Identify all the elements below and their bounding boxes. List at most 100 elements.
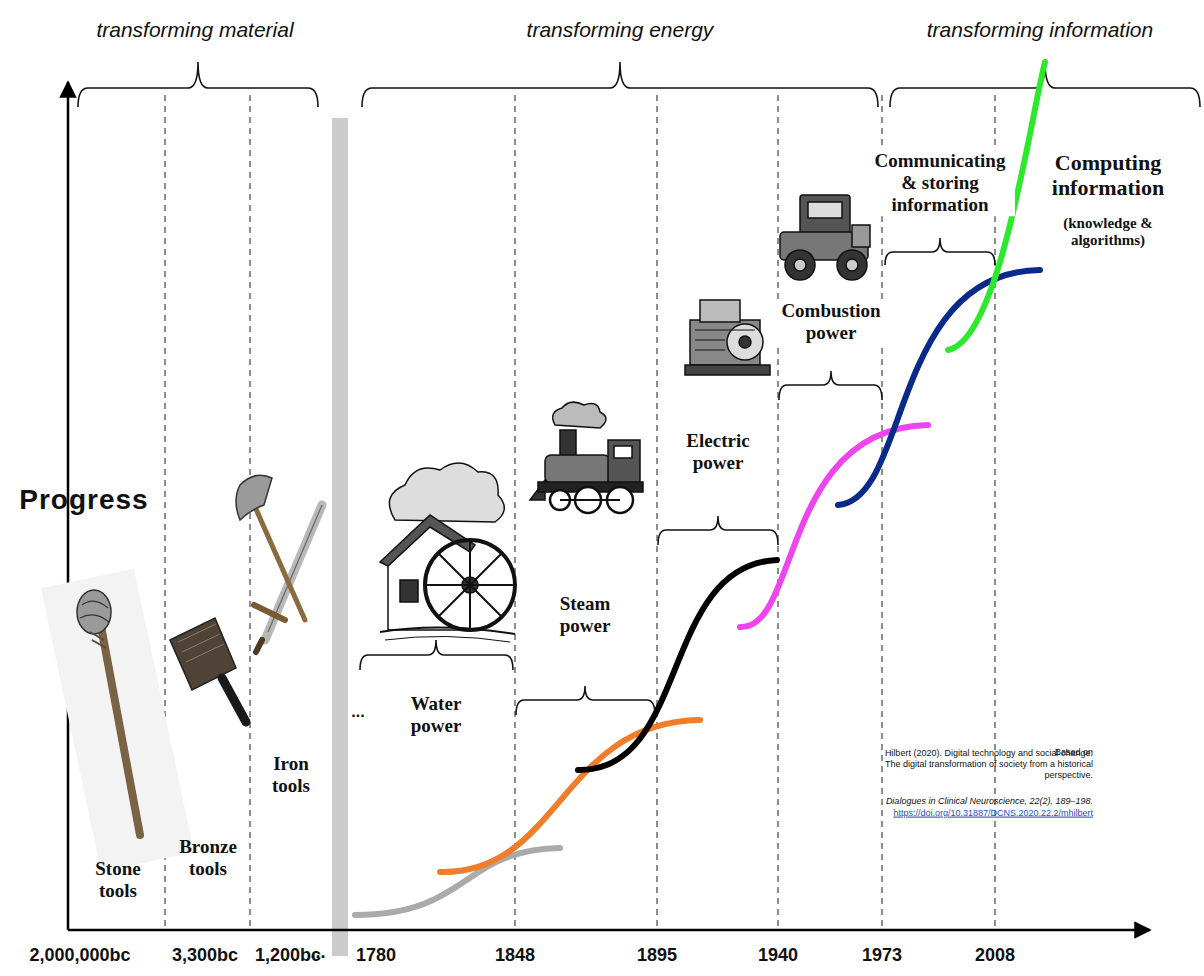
progress-curve-part: [740, 425, 928, 627]
era-divider-part: [881, 95, 882, 930]
bronze-tool-illustration-part: [222, 678, 246, 722]
electric-machine-illustration-part: [739, 336, 751, 348]
car-illustration-part: [785, 250, 815, 280]
electric-machine-illustration-part: [700, 300, 740, 322]
water-mill-illustration-part: [389, 463, 504, 522]
steam-locomotive-illustration-part: [545, 455, 610, 483]
steam-locomotive-illustration: [530, 402, 643, 513]
era-label-slot: Water power: [398, 693, 474, 737]
car-illustration-part: [794, 259, 806, 271]
water-mill-illustration-part: [385, 636, 510, 642]
axis-tick-label: 2008: [965, 945, 1025, 966]
brace-part: [362, 62, 878, 107]
citation-text-slot: Dialogues in Clinical Neuroscience, 22(2…: [883, 796, 1093, 807]
era-label: Electric power: [672, 430, 764, 474]
brace-part: [516, 686, 655, 715]
era-divider-part: [656, 95, 657, 930]
water-mill-illustration-part: [380, 627, 515, 634]
ellipsis-mark-slot: ...: [346, 703, 370, 721]
progress-curve-part: [440, 720, 700, 872]
axis-tick-label-slot: 1940: [748, 945, 808, 966]
axis-tick-label: 2,000,000bc: [15, 945, 145, 966]
axis-tick-label: 1848: [485, 945, 545, 966]
era-label-slot: Communicating & storing information: [865, 150, 1015, 216]
era-label: Iron tools: [260, 753, 322, 797]
era-label-slot: Computing information: [1038, 150, 1178, 201]
era-label: Stone tools: [82, 858, 154, 902]
steam-locomotive-illustration-part: [608, 440, 640, 485]
brace: [78, 62, 1200, 715]
era-label-slot: Steam power: [543, 593, 627, 637]
bronze-tool-illustration: [170, 618, 246, 722]
citation-text-slot: Hilbert (2020). Digital technology and s…: [883, 748, 1093, 780]
citation-link: https://doi.org/10.31887/DCNS.2020.22.2/…: [883, 808, 1093, 819]
era-label: Steam power: [543, 593, 627, 637]
era-label: Communicating & storing information: [865, 150, 1015, 216]
brace-part: [885, 238, 995, 265]
axis-tick-label: 1973: [852, 945, 912, 966]
water-mill-illustration: [380, 463, 515, 642]
electric-machine-illustration-part: [685, 365, 770, 375]
era-label: Computing information: [1038, 150, 1178, 201]
iron-tool-illustration-part: [254, 605, 285, 620]
axis-tick-label: 1895: [627, 945, 687, 966]
group-heading: transforming material: [65, 18, 325, 42]
era-divider-part: [777, 95, 778, 930]
axis-tick-label: 1780: [346, 945, 406, 966]
group-heading: transforming information: [910, 18, 1170, 42]
car-illustration-part: [800, 195, 850, 235]
stone-tool-illustration-part: [90, 632, 106, 648]
axis-tick-label-slot: 1848: [485, 945, 545, 966]
electric-machine-illustration: [685, 300, 770, 375]
progress-curve-part: [355, 848, 560, 915]
group-heading-slot: transforming material: [65, 18, 325, 42]
stone-tool-illustration-part: [98, 610, 140, 835]
time-break-bar: [332, 118, 348, 956]
axis-tick-label-slot: 1895: [627, 945, 687, 966]
era-divider-part: [514, 95, 515, 930]
brace-part: [658, 516, 778, 545]
car-illustration-part: [837, 250, 867, 280]
axis-tick-label-slot: 2008: [965, 945, 1025, 966]
era-label-slot: (knowledge & algorithms): [1046, 215, 1171, 250]
car-illustration: [780, 195, 870, 280]
steam-locomotive-illustration-part: [553, 402, 606, 428]
axis-tick-label: ...: [306, 942, 330, 963]
axis-tick-label: 1940: [748, 945, 808, 966]
bronze-tool-illustration-part: [178, 624, 224, 662]
iron-tool-illustration-part: [265, 505, 322, 640]
progress-curve-part: [578, 560, 777, 770]
water-mill-illustration-part: [425, 540, 515, 630]
citation-text: Dialogues in Clinical Neuroscience, 22(2…: [883, 796, 1093, 807]
axis-tick-label-slot: 2,000,000bc: [15, 945, 145, 966]
stone-tool-illustration-part: [41, 568, 194, 871]
water-mill-illustration-part: [400, 580, 418, 602]
axis-line: [68, 82, 1150, 930]
iron-tool-illustration-part: [256, 640, 262, 652]
axis-tick-label-slot: 1973: [852, 945, 912, 966]
era-label: Water power: [398, 693, 474, 737]
electric-machine-illustration-part: [695, 330, 755, 350]
axis-line-part: [68, 929, 1150, 932]
ellipsis-mark: ...: [346, 703, 370, 721]
era-label: Combustion power: [772, 300, 890, 344]
era-label-slot: Combustion power: [772, 300, 890, 344]
era-divider: [165, 95, 995, 930]
axis-tick-label-slot: 3,300bc: [160, 945, 250, 966]
car-illustration-part: [852, 225, 870, 247]
stone-tool-illustration-part: [80, 601, 109, 622]
era-label-slot: Iron tools: [260, 753, 322, 797]
era-label: Bronze tools: [172, 836, 244, 880]
steam-locomotive-illustration-part: [560, 499, 620, 501]
water-mill-illustration-part: [425, 540, 515, 630]
steam-locomotive-illustration-part: [614, 446, 632, 458]
era-label-slot: Stone tools: [82, 858, 154, 902]
brace-part: [360, 640, 513, 670]
era-label-slot: Bronze tools: [172, 836, 244, 880]
era-label-slot: Electric power: [672, 430, 764, 474]
electric-machine-illustration-part: [727, 324, 763, 360]
car-illustration-part: [808, 202, 842, 218]
